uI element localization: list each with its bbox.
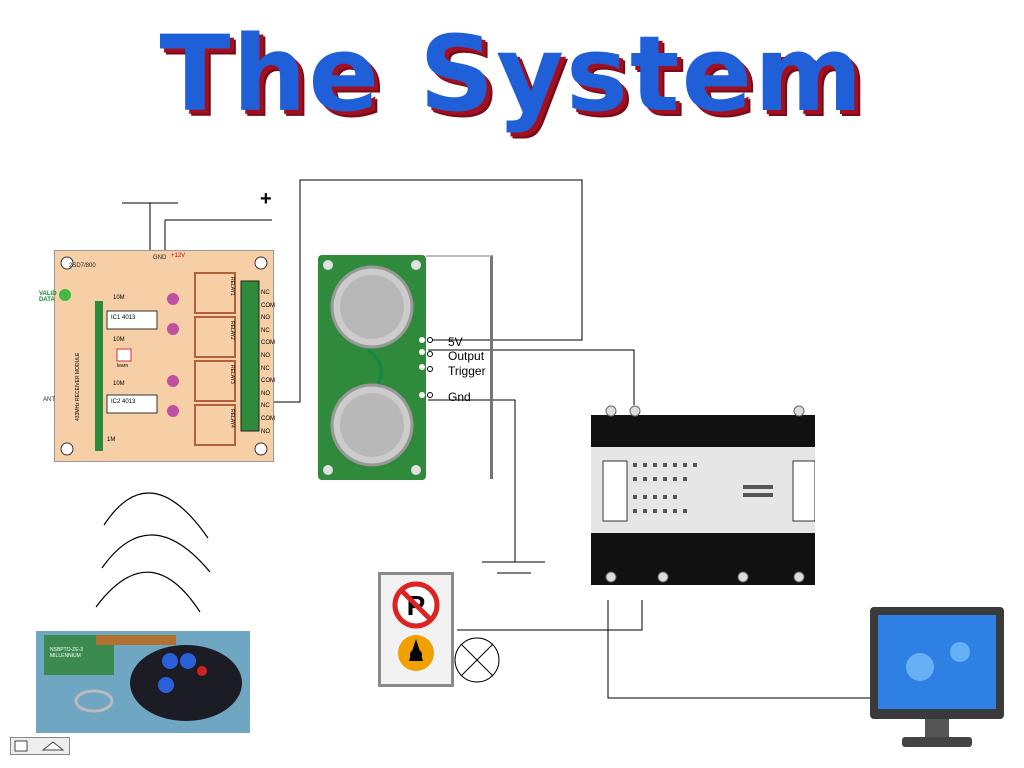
v12-label: +12V — [171, 253, 186, 259]
plus-label: + — [260, 188, 272, 210]
ant-label: ANT — [43, 397, 55, 403]
no-parking-sign-graphic: P — [392, 581, 440, 671]
terminal-label: NO — [261, 390, 270, 397]
resistor-label-4: 1M — [107, 437, 116, 443]
pin-label-output: Output — [448, 349, 485, 363]
remote-chip-label: NSBPTO-ZE-3 MILLENNIUM — [50, 647, 83, 659]
gnd-to-ground-wire — [428, 399, 516, 562]
pin-label-5v: 5V — [448, 335, 463, 349]
lamp-symbol — [454, 637, 500, 683]
remote-graphic — [36, 631, 250, 733]
terminal-labels: NC COM NO NC COM NO NC COM NO NC COM NO — [261, 287, 275, 438]
plc-graphic — [591, 405, 816, 585]
resistor-label-1: 10M — [113, 295, 125, 301]
sensor-graphic — [323, 260, 425, 475]
gnd-label: GND — [153, 255, 167, 261]
terminal-label: NC — [261, 403, 270, 410]
relay-board: GND +12V 2SD7/800 VALID DATA ANT IC1 401… — [39, 250, 275, 462]
terminal-label: COM — [261, 302, 275, 309]
terminal-label: NO — [261, 428, 270, 435]
slide-nav-icon — [14, 740, 65, 752]
header-label: 2SD7/800 — [69, 263, 96, 269]
output-to-plc-wire — [428, 349, 635, 420]
pin-label-gnd: Gnd — [448, 390, 471, 404]
relay4-label: RELAY4 — [229, 409, 235, 428]
relay1-label: RELAY1 — [229, 277, 235, 296]
no-parking-sign: P — [378, 572, 454, 687]
relay-to-5v-wire — [272, 179, 583, 403]
slide-navigation-button[interactable] — [10, 737, 70, 755]
plc-unit — [583, 405, 816, 600]
module-label: 433MHz RECEIVER MODULE — [75, 352, 81, 421]
monitor-graphic — [870, 607, 1004, 747]
ic2-label: IC2 4013 — [111, 399, 136, 405]
valid-data-label: VALID DATA — [39, 291, 57, 303]
remote-photo: NSBPTO-ZE-3 MILLENNIUM — [36, 631, 250, 733]
ic1-label: IC1 4013 — [111, 315, 136, 321]
terminal-label: NO — [261, 315, 270, 322]
plc-to-lamp-wire — [457, 595, 643, 631]
resistor-label-2: 10M — [113, 337, 125, 343]
pin-markers — [427, 337, 433, 398]
terminal-label: COM — [261, 378, 275, 385]
radio-waves — [95, 492, 211, 613]
terminal-label: COM — [261, 340, 275, 347]
pin-label-trigger: Trigger — [448, 364, 486, 378]
terminal-label: COM — [261, 415, 275, 422]
terminal-label: NC — [261, 365, 270, 372]
page-title: The System — [159, 13, 865, 135]
learn-label: learn — [117, 363, 129, 369]
ultrasonic-sensor — [318, 255, 426, 480]
relay3-label: RELAY3 — [229, 365, 235, 384]
terminal-label: NC — [261, 327, 270, 334]
terminal-label: NC — [261, 290, 270, 296]
monitor — [870, 607, 1004, 752]
terminal-label: NO — [261, 352, 270, 359]
relay2-label: RELAY2 — [229, 321, 235, 340]
resistor-label-3: 10M — [113, 381, 125, 387]
sensor-frame — [426, 255, 493, 479]
relay-board-graphic — [55, 251, 273, 461]
